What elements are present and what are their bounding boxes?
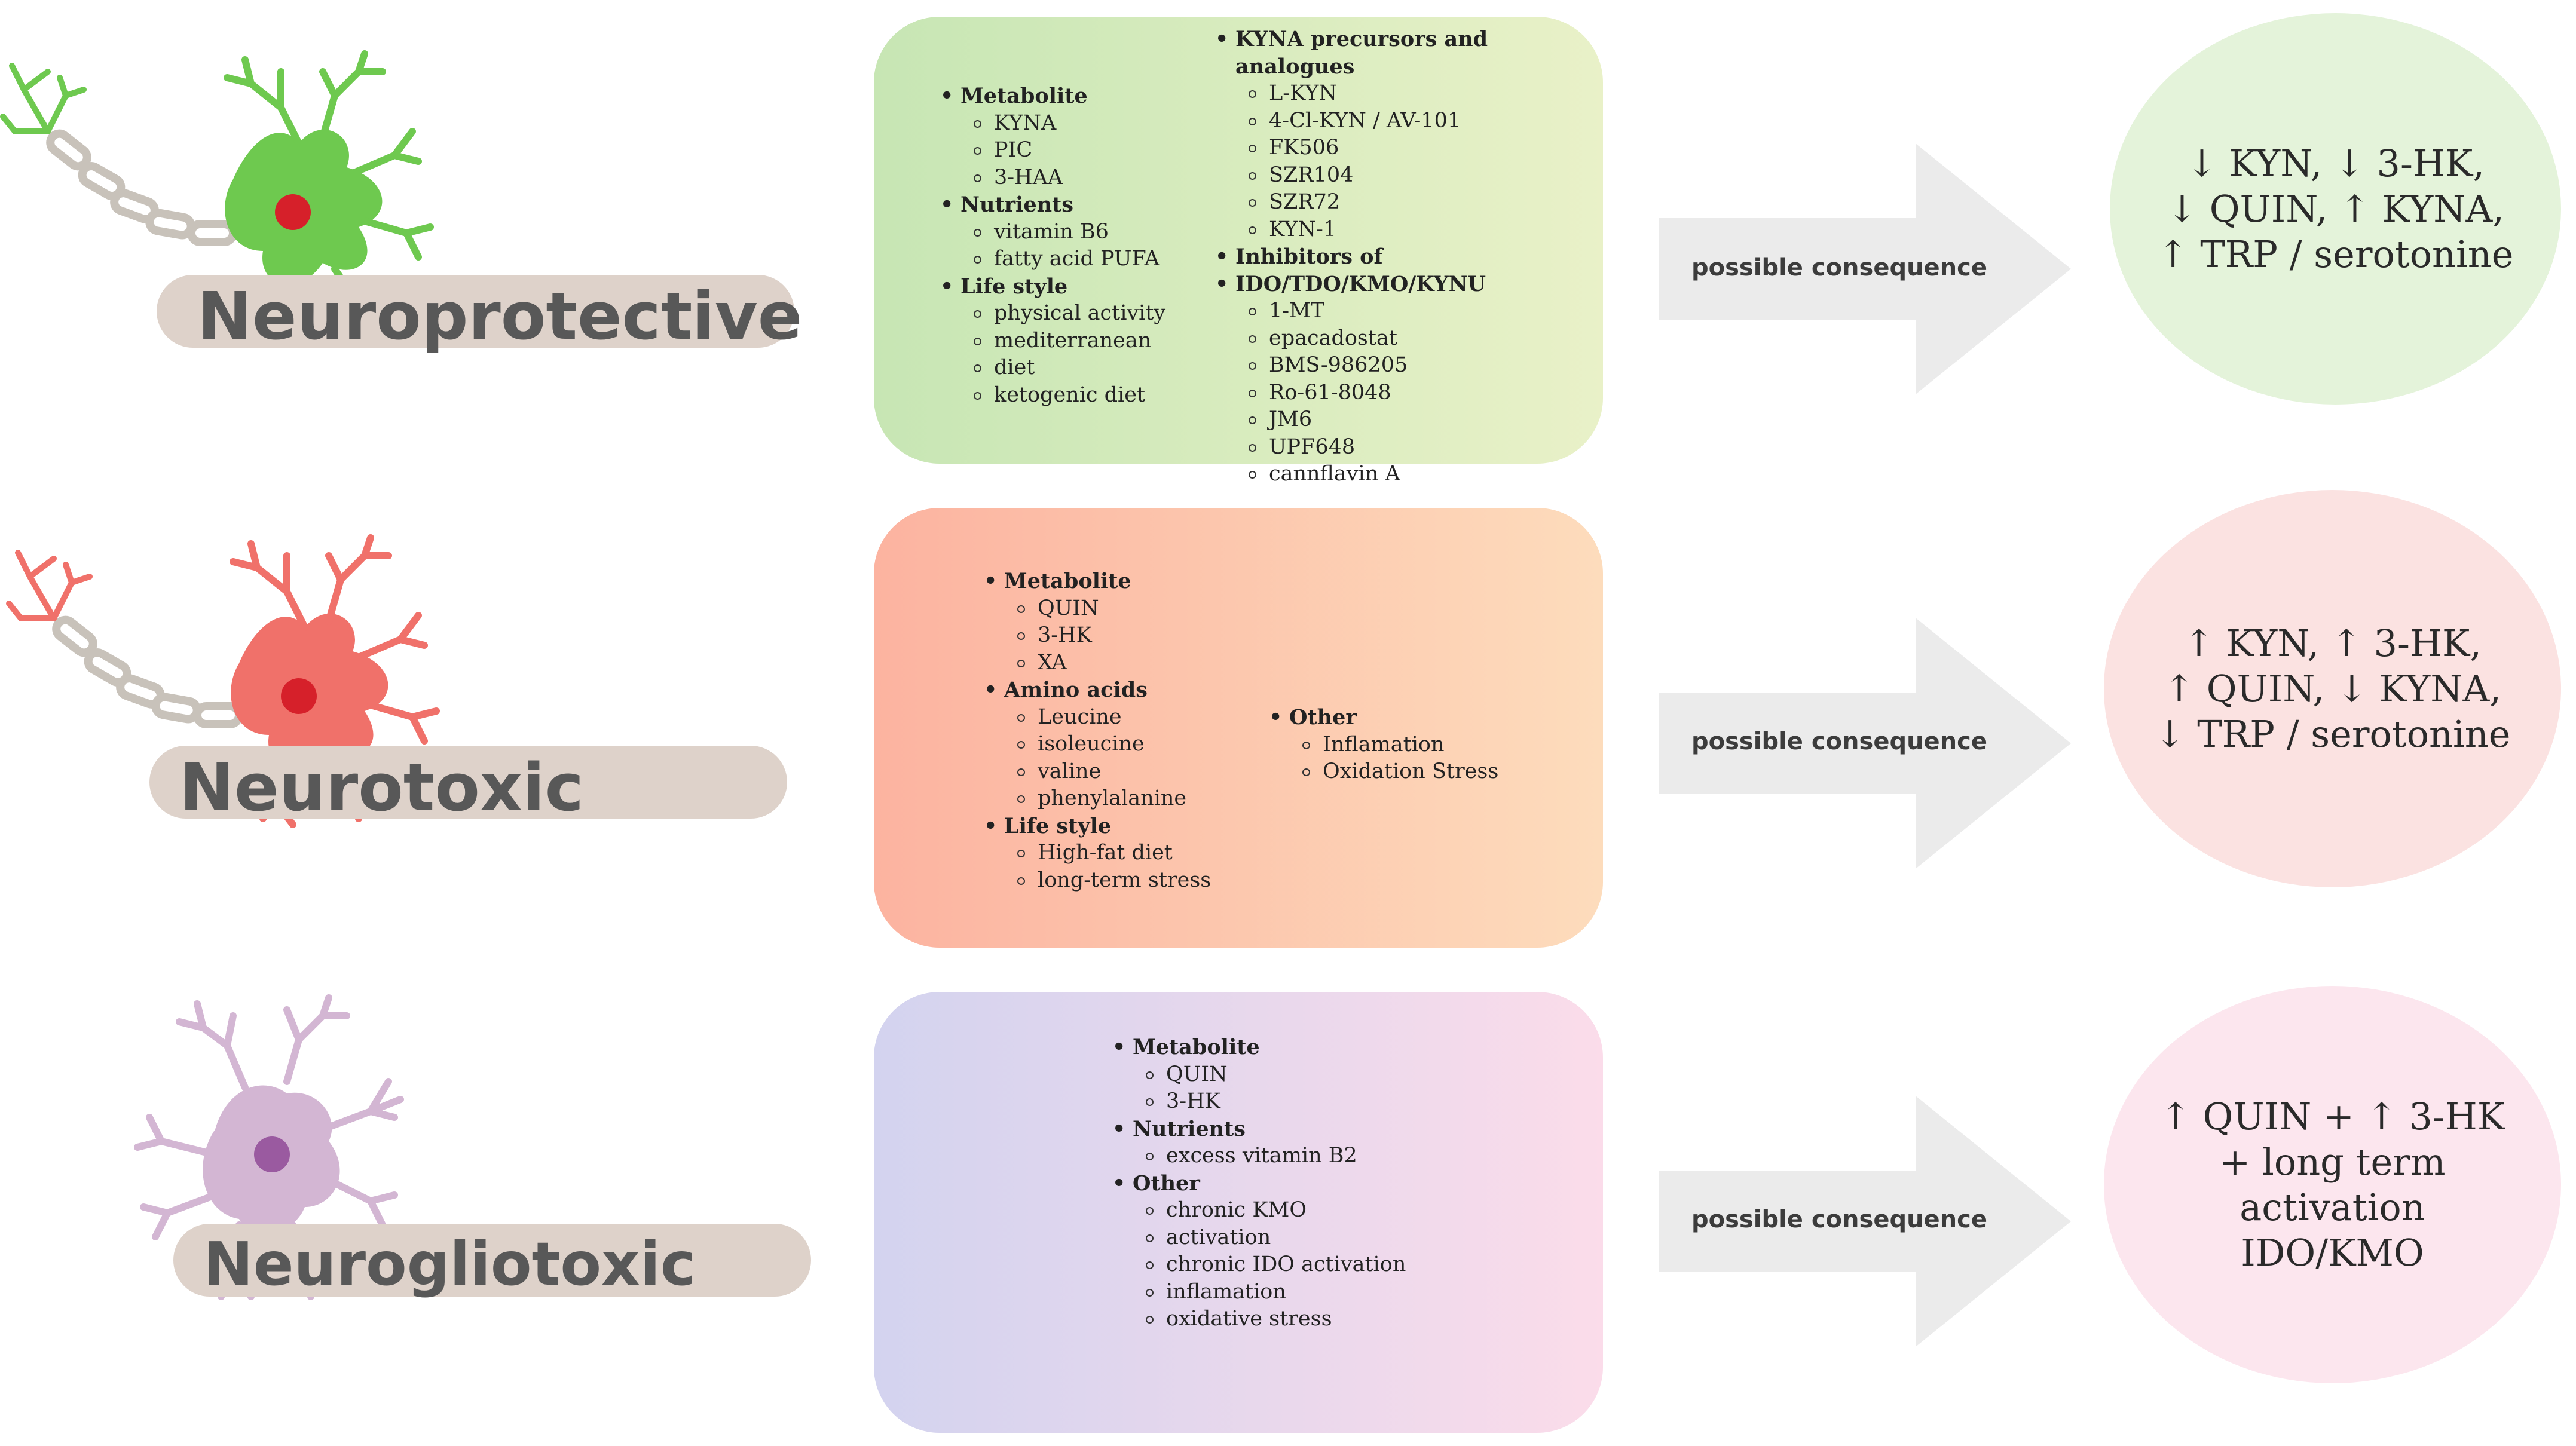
label-pill: [173, 1224, 811, 1297]
result-line: activation: [2240, 1185, 2425, 1229]
group-title-continuation: IDO/TDO/KMO/KYNU: [1211, 271, 1603, 298]
list-item: FK506: [1211, 134, 1603, 162]
list-item: 3-HK: [980, 622, 1211, 650]
list-item-continuation: diet: [994, 356, 1035, 379]
list-item: valine: [980, 758, 1211, 786]
row-neurogliotoxic: Neurogliotoxic Metabolite QUIN 3-HK Nutr…: [0, 968, 2576, 1446]
group-title: KYNA precursors and analogues: [1211, 26, 1603, 80]
info-card: Metabolite QUIN 3-HK Nutrients excess vi…: [874, 992, 1603, 1433]
list-item: L-KYN: [1211, 80, 1603, 108]
neuron-icon: [6, 534, 440, 828]
card-column-2: Other Inflamation Oxidation Stress: [1265, 704, 1498, 786]
arrow-label: possible consequence: [1691, 254, 1987, 281]
result-circle: ↑ KYN, ↑ 3-HK, ↑ QUIN, ↓ KYNA, ↓ TRP / s…: [2104, 490, 2561, 887]
list-item: mediterranean: [937, 327, 1165, 355]
result-circle: ↓ KYN, ↓ 3-HK, ↓ QUIN, ↑ KYNA, ↑ TRP / s…: [2110, 13, 2561, 405]
group-title: Nutrients: [937, 191, 1165, 219]
list-item: fatty acid PUFA: [937, 246, 1165, 273]
row-label: Neuroprotective: [197, 278, 803, 354]
arrow-label: possible consequence: [1691, 728, 1987, 755]
list-item: QUIN: [980, 595, 1211, 623]
label-pill: [149, 746, 787, 819]
group-title: Other: [1109, 1170, 1406, 1197]
card-column-2: KYNA precursors and analogues L-KYN 4-Cl…: [1211, 26, 1603, 488]
result-line: ↑ QUIN + ↑ 3-HK: [2159, 1094, 2505, 1138]
result-text: ↓ KYN, ↓ 3-HK, ↓ QUIN, ↑ KYNA, ↑ TRP / s…: [2158, 141, 2514, 277]
row-neuroprotective: Neuroprotective Metabolite KYNA PIC 3-HA…: [0, 0, 2576, 486]
group-title: Nutrients: [1109, 1116, 1406, 1143]
list-item-continuation: activation: [1166, 1225, 1271, 1249]
arrow-right-icon: [1659, 143, 2071, 394]
group-title: Life style: [937, 273, 1165, 301]
result-line: IDO/KMO: [2241, 1230, 2424, 1275]
card-column-1: Metabolite QUIN 3-HK Nutrients excess vi…: [1109, 1034, 1406, 1333]
list-item: 3-HK: [1109, 1088, 1406, 1116]
list-item: ketogenic diet: [937, 382, 1165, 409]
list-item-wrap: activation: [1109, 1224, 1406, 1252]
list-item: oxidative stress: [1109, 1306, 1406, 1333]
result-line: ↑ KYN, ↑ 3-HK,: [2183, 621, 2482, 665]
list-item: XA: [980, 650, 1211, 677]
result-circle: ↑ QUIN + ↑ 3-HK + long term activation I…: [2104, 986, 2561, 1383]
list-item: excess vitamin B2: [1109, 1142, 1406, 1170]
list-item: Oxidation Stress: [1265, 758, 1498, 786]
row-label: Neurotoxic: [179, 749, 584, 826]
result-line: ↓ KYN, ↓ 3-HK,: [2186, 141, 2485, 185]
list-item: Leucine: [980, 704, 1211, 731]
result-line: ↓ QUIN, ↑ KYNA,: [2167, 186, 2504, 231]
list-item: epacadostat: [1211, 325, 1603, 353]
list-item: High-fat diet: [980, 840, 1211, 867]
row-label: Neurogliotoxic: [203, 1229, 696, 1299]
group-title: Metabolite: [980, 568, 1211, 595]
list-item: PIC: [937, 137, 1165, 164]
info-card: Metabolite QUIN 3-HK XA Amino acids Leuc…: [874, 508, 1603, 948]
card-column-1: Metabolite KYNA PIC 3-HAA Nutrients vita…: [937, 82, 1165, 409]
list-item: chronic KMO: [1109, 1197, 1406, 1224]
list-item: KYN-1: [1211, 216, 1603, 244]
list-item: chronic IDO activation: [1109, 1251, 1406, 1279]
list-item: inflamation: [1109, 1279, 1406, 1306]
list-item: cannflavin A: [1211, 461, 1603, 488]
result-line: ↑ QUIN, ↓ KYNA,: [2164, 666, 2501, 710]
list-item: long-term stress: [980, 867, 1211, 894]
group-title: Inhibitors of: [1211, 243, 1603, 271]
result-line: + long term: [2219, 1139, 2446, 1184]
list-item: vitamin B6: [937, 219, 1165, 246]
list-item: 4-Cl-KYN / AV-101: [1211, 108, 1603, 135]
group-title: Other: [1265, 704, 1498, 731]
list-item: JM6: [1211, 406, 1603, 434]
neuron-icon: [0, 50, 434, 344]
result-line: ↓ TRP / serotonine: [2154, 712, 2511, 756]
group-title-text: IDO/TDO/KMO/KYNU: [1235, 271, 1486, 296]
arrow-label: possible consequence: [1691, 1206, 1987, 1233]
arrow-right-icon: [1659, 1096, 2071, 1347]
list-item: physical activity: [937, 300, 1165, 327]
info-card: Metabolite KYNA PIC 3-HAA Nutrients vita…: [874, 17, 1603, 486]
list-item: SZR104: [1211, 162, 1603, 189]
list-item: QUIN: [1109, 1061, 1406, 1089]
list-item: Ro-61-8048: [1211, 379, 1603, 407]
row-neurotoxic: Neurotoxic Metabolite QUIN 3-HK XA Amino…: [0, 490, 2576, 968]
arrow-right-icon: [1659, 618, 2071, 869]
list-item: SZR72: [1211, 189, 1603, 216]
neuron-icon: [134, 994, 404, 1300]
list-item: isoleucine: [980, 731, 1211, 758]
group-title: Amino acids: [980, 676, 1211, 704]
group-title: Life style: [980, 813, 1211, 840]
group-title: Metabolite: [1109, 1034, 1406, 1061]
list-item: KYNA: [937, 110, 1165, 137]
result-text: ↑ KYN, ↑ 3-HK, ↑ QUIN, ↓ KYNA, ↓ TRP / s…: [2155, 621, 2511, 757]
list-item: Inflamation: [1265, 731, 1498, 759]
list-item: BMS-986205: [1211, 352, 1603, 379]
list-item: 1-MT: [1211, 298, 1603, 325]
list-item: phenylalanine: [980, 785, 1211, 813]
list-item-wrap: diet: [937, 354, 1165, 382]
result-text: ↑ QUIN + ↑ 3-HK + long term activation I…: [2160, 1094, 2505, 1276]
result-line: ↑ TRP / serotonine: [2157, 232, 2514, 276]
label-pill: [157, 275, 794, 348]
list-item: 3-HAA: [937, 164, 1165, 192]
group-title: Metabolite: [937, 82, 1165, 110]
card-column-1: Metabolite QUIN 3-HK XA Amino acids Leuc…: [980, 568, 1211, 894]
list-item: UPF648: [1211, 434, 1603, 461]
